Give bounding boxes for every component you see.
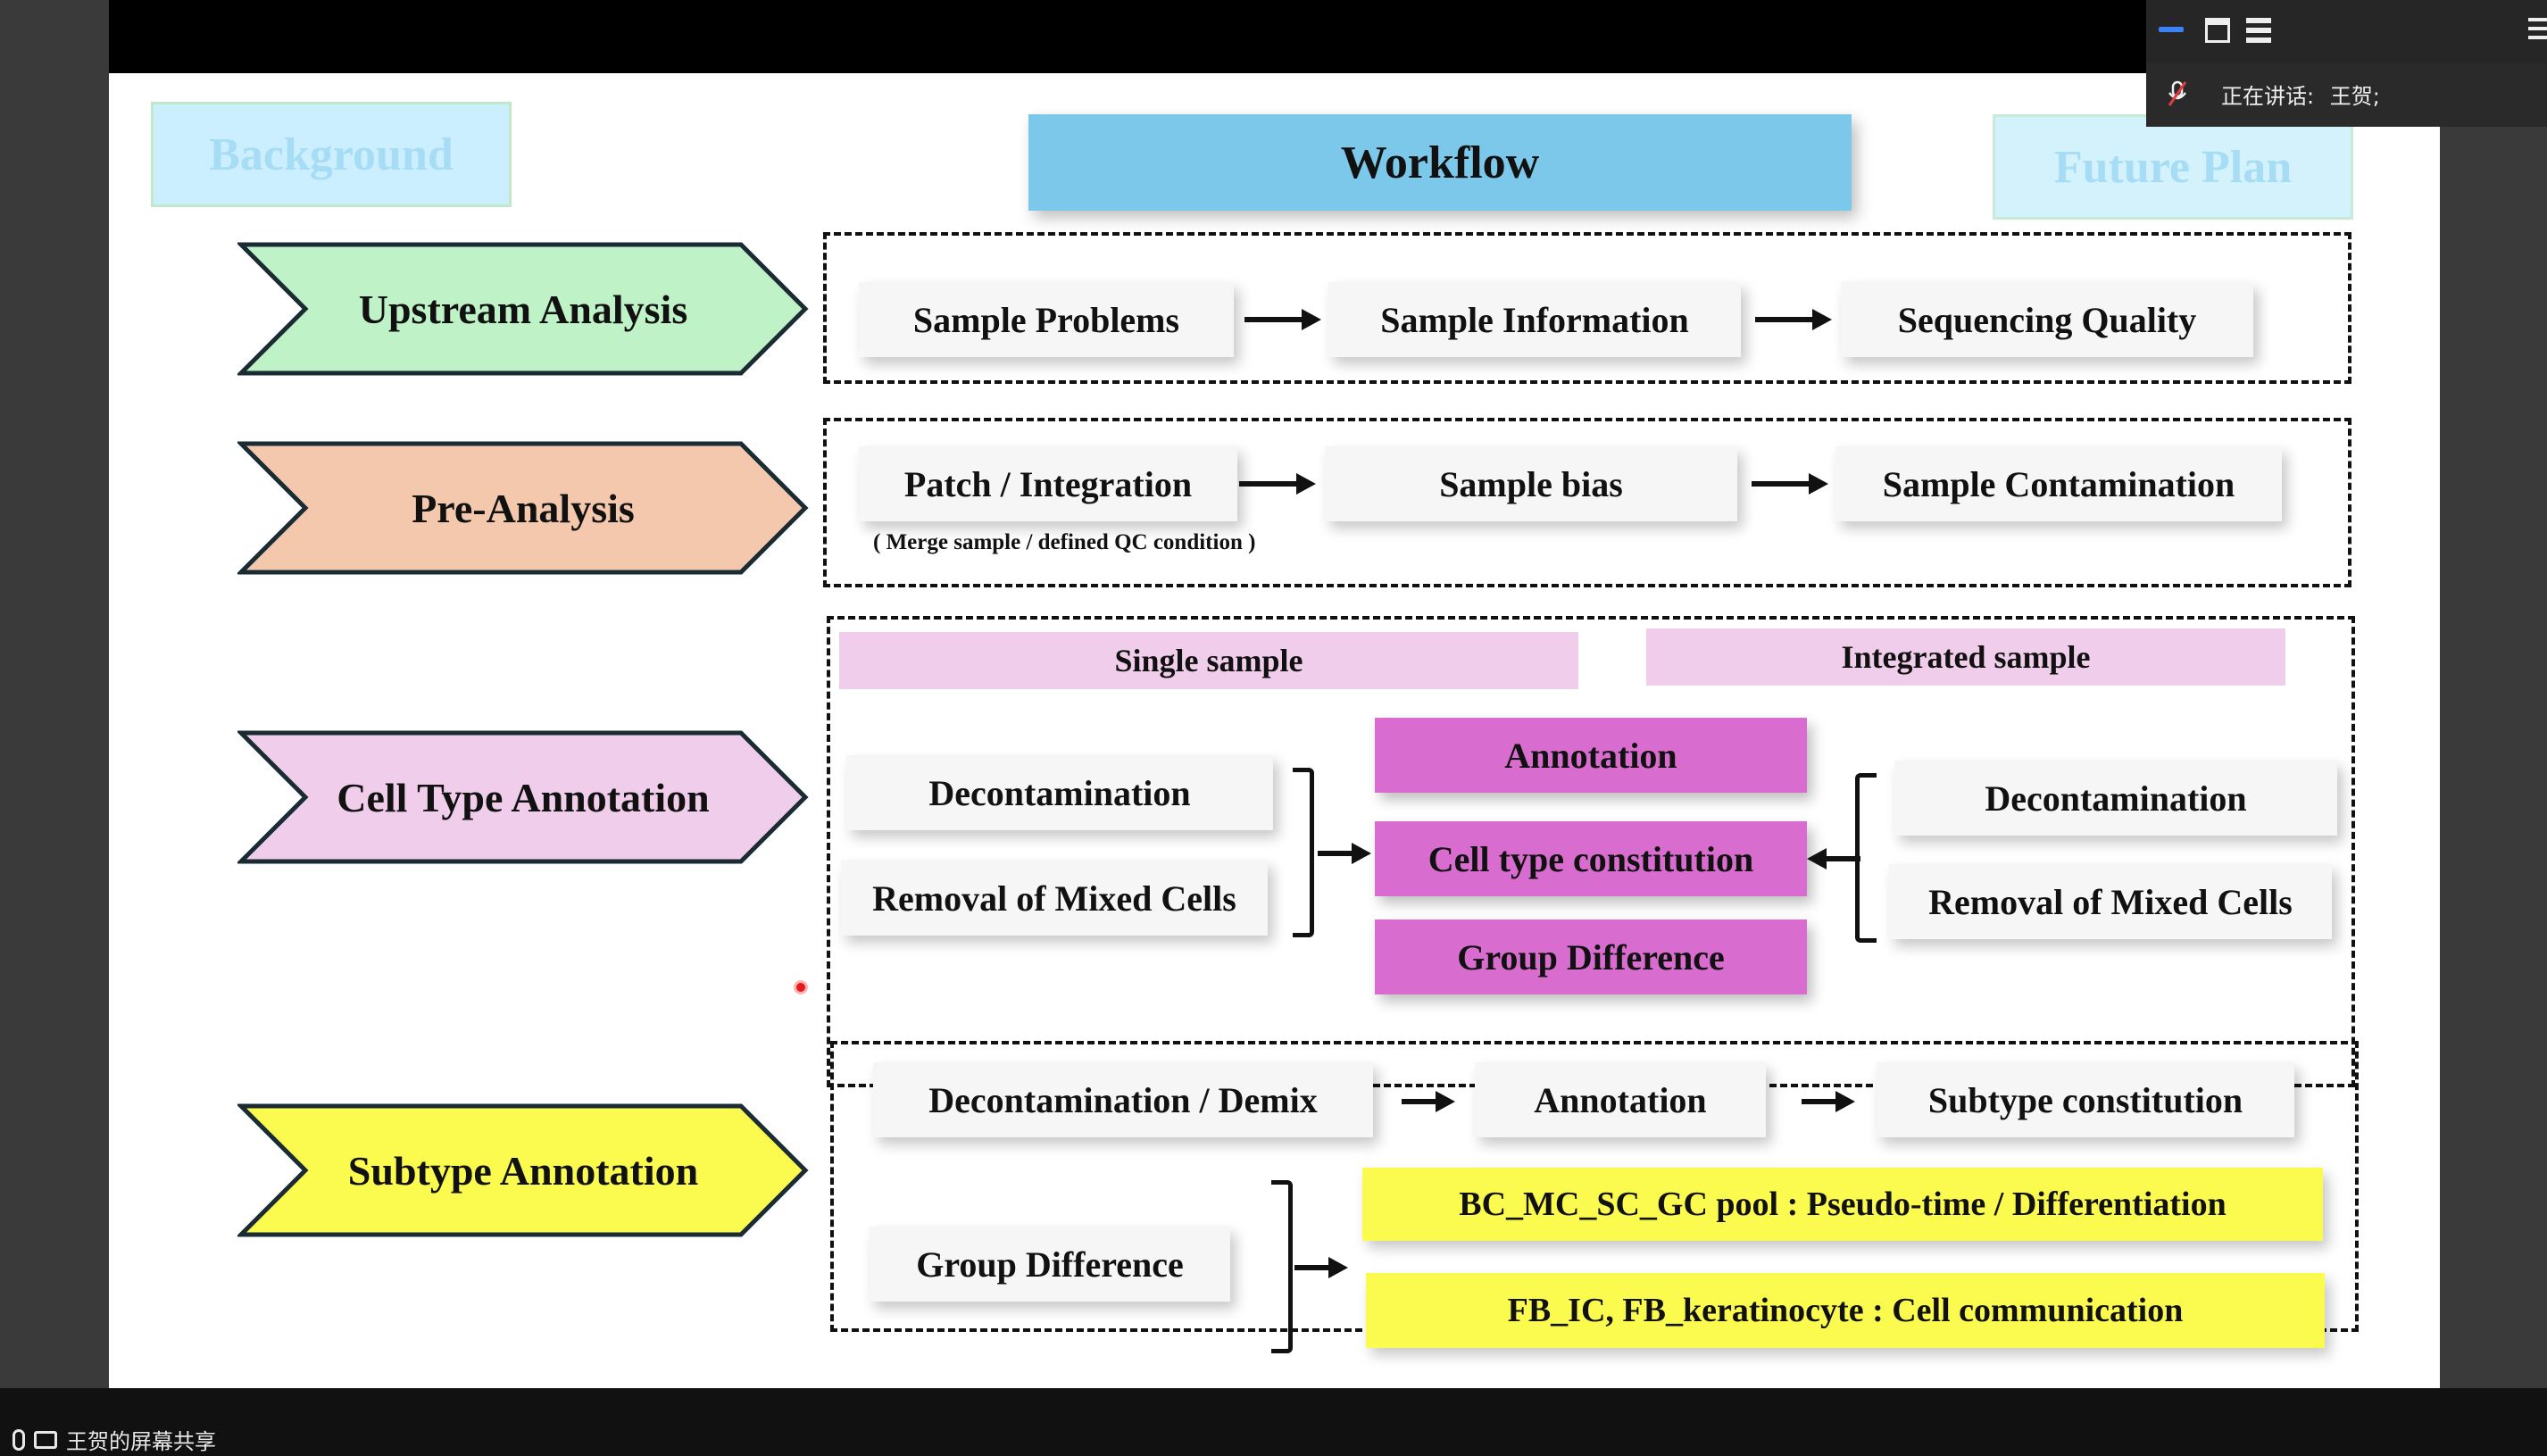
upstream-section [823,232,2351,384]
chevron-shape [237,242,809,376]
subtype-group-difference: Group Difference [870,1227,1230,1302]
speaking-label: 正在讲话: [2221,84,2315,109]
speaking-indicator: 正在讲话: 王贺; [2221,79,2380,110]
center-group-difference: Group Difference [1375,919,1807,994]
tab-background[interactable]: Background [151,102,512,207]
step-sample-information: Sample Information [1328,282,1741,357]
single-decontamination: Decontamination [846,755,1273,830]
screen-share-icon [34,1430,57,1449]
arrow-right-icon [1802,1091,1855,1112]
tab-future-plan[interactable]: Future Plan [1993,114,2353,220]
stage-label: Upstream Analysis [358,286,688,332]
chevron-shape [237,441,809,575]
integrated-removal-mixed-cells: Removal of Mixed Cells [1889,864,2332,939]
subtype-decontamination-demix: Decontamination / Demix [873,1062,1373,1137]
step-sequencing-quality: Sequencing Quality [1841,282,2253,357]
pre-analysis-section [823,418,2351,587]
center-annotation: Annotation [1375,718,1807,793]
stage-label: Pre-Analysis [412,485,635,531]
share-text: 王贺的屏幕共享 [66,1429,216,1454]
stage-upstream-analysis: Upstream Analysis [237,241,809,377]
mic-icon[interactable] [12,1428,25,1451]
left-panel [0,0,109,1388]
integrated-sample-header: Integrated sample [1646,628,2285,686]
integrated-decontamination: Decontamination [1894,761,2337,836]
single-sample-header: Single sample [839,632,1578,689]
center-cell-type-constitution: Cell type constitution [1375,821,1807,896]
list-icon[interactable] [2246,18,2271,43]
step-patch-integration: Patch / Integration [859,446,1237,521]
menu-icon[interactable] [2528,18,2547,43]
mic-muted-icon[interactable] [2168,80,2187,107]
arrow-right-icon [1402,1091,1455,1112]
chevron-shape [237,730,809,864]
step-sample-bias: Sample bias [1325,446,1737,521]
chevron-shape [237,1103,809,1237]
laser-pointer-icon [794,980,808,994]
meeting-panel: 正在讲话: 王贺; [2146,0,2547,127]
arrow-right-icon [1244,309,1321,330]
stage-label: Cell Type Annotation [337,774,710,820]
bracket-subtype [1271,1180,1293,1353]
arrow-right-icon [1318,843,1371,864]
bottom-status-bar: 王贺的屏幕共享 [0,1388,2547,1456]
outcome-pseudo-time: BC_MC_SC_GC pool : Pseudo-time / Differe… [1362,1168,2323,1241]
arrow-right-icon [1752,473,1828,495]
bracket-single [1293,768,1314,937]
stage-cell-type-annotation: Cell Type Annotation [237,729,809,865]
arrow-right-icon [1294,1257,1348,1278]
arrow-right-icon [1755,309,1832,330]
minimize-icon[interactable] [2159,27,2184,32]
subtype-annotation: Annotation [1475,1062,1766,1137]
stage-subtype-annotation: Subtype Annotation [237,1102,809,1238]
pre-analysis-note: ( Merge sample / defined QC condition ) [873,530,1256,554]
step-sample-contamination: Sample Contamination [1835,446,2282,521]
subtype-constitution: Subtype constitution [1877,1062,2294,1137]
tab-workflow[interactable]: Workflow [1028,114,1852,211]
top-bar [109,0,2440,73]
arrow-left-icon [1807,848,1860,869]
stage-pre-analysis: Pre-Analysis [237,440,809,576]
single-removal-mixed-cells: Removal of Mixed Cells [841,861,1268,936]
bracket-integrated [1855,773,1877,943]
right-panel [2440,0,2547,1388]
screen-share-label: 王贺的屏幕共享 [12,1424,216,1455]
arrow-right-icon [1239,473,1316,495]
window-icon[interactable] [2205,18,2230,43]
stage-label: Subtype Annotation [347,1147,699,1194]
meeting-toolbar [2146,0,2547,62]
outcome-cell-communication: FB_IC, FB_keratinocyte : Cell communicat… [1366,1273,2325,1348]
shared-slide: Background Workflow Future Plan Upstream… [109,73,2440,1388]
speaker-name: 王贺; [2329,84,2380,109]
step-sample-problems: Sample Problems [859,282,1234,357]
